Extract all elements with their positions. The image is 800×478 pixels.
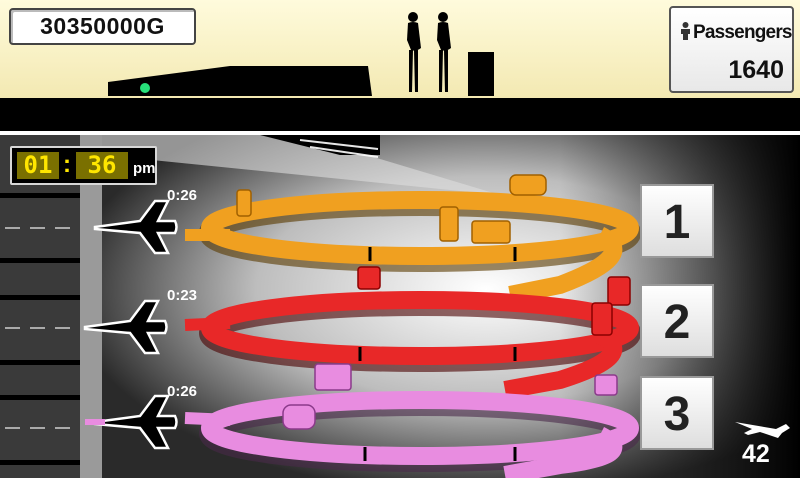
ceiling-vent	[260, 135, 380, 155]
gate-3-timer: 0:26	[167, 383, 198, 400]
terminal-floor	[0, 98, 800, 131]
attendant-left	[407, 12, 421, 92]
gate-2-timer: 0:23	[167, 287, 198, 304]
suitcase-icon	[236, 189, 252, 217]
belt-joints	[358, 247, 517, 461]
landing-plane-icon	[735, 422, 790, 438]
runway-edge	[80, 135, 102, 478]
passengers-label-row: Passengers	[679, 22, 792, 44]
runway-gaps	[0, 193, 80, 465]
passengers-panel: Passengers 1640	[669, 6, 794, 93]
divider	[0, 131, 800, 135]
belt-3-luggage[interactable]	[282, 363, 618, 430]
kiosk	[468, 52, 494, 96]
suitcase-icon	[282, 404, 316, 430]
belt-3-number[interactable]: 3	[640, 376, 714, 450]
belt-2-number[interactable]: 2	[640, 284, 714, 358]
person-icon	[681, 22, 690, 40]
terminal-area: 30350000G Passengers 1640	[0, 0, 800, 98]
vent-lines	[299, 139, 379, 158]
suitcase-icon	[314, 363, 352, 391]
belt-1-luggage[interactable]	[236, 174, 547, 244]
belt-1-number[interactable]: 1	[640, 184, 714, 258]
status-light	[140, 83, 150, 93]
game-clock: 01 : 36 pm	[10, 146, 157, 185]
check-in-counter	[108, 66, 372, 96]
suitcase-icon	[509, 174, 547, 196]
airplane-icon[interactable]	[83, 299, 168, 355]
arrivals-count: 42	[742, 440, 770, 468]
passengers-label: Passengers	[693, 22, 792, 43]
clock-colon: :	[63, 151, 71, 178]
belt-2-luggage[interactable]	[357, 266, 631, 336]
light-beam	[102, 135, 500, 195]
suitcase-icon	[471, 220, 511, 244]
suitcase-icon	[607, 276, 631, 306]
airplane-icon[interactable]	[93, 199, 178, 255]
belt-1[interactable]	[185, 191, 641, 304]
attendant-right	[437, 12, 451, 92]
gate-1-timer: 0:26	[167, 187, 198, 204]
belt-2[interactable]	[184, 291, 641, 399]
passengers-count: 1640	[728, 56, 784, 84]
suitcase-icon	[591, 302, 613, 336]
clock-minutes: 36	[76, 152, 128, 179]
belt-3[interactable]	[184, 391, 641, 478]
clock-hours: 01	[17, 152, 59, 179]
runway-markings	[5, 227, 70, 429]
suitcase-icon	[594, 374, 618, 396]
suitcase-icon	[357, 266, 381, 290]
terminal-scenery	[108, 12, 494, 96]
suitcase-icon	[439, 206, 459, 242]
airplane-icon[interactable]	[93, 394, 178, 450]
trail-highlight	[85, 419, 105, 425]
clock-period: pm	[133, 160, 156, 177]
money-display: 30350000G	[9, 8, 196, 45]
runway	[0, 135, 80, 478]
